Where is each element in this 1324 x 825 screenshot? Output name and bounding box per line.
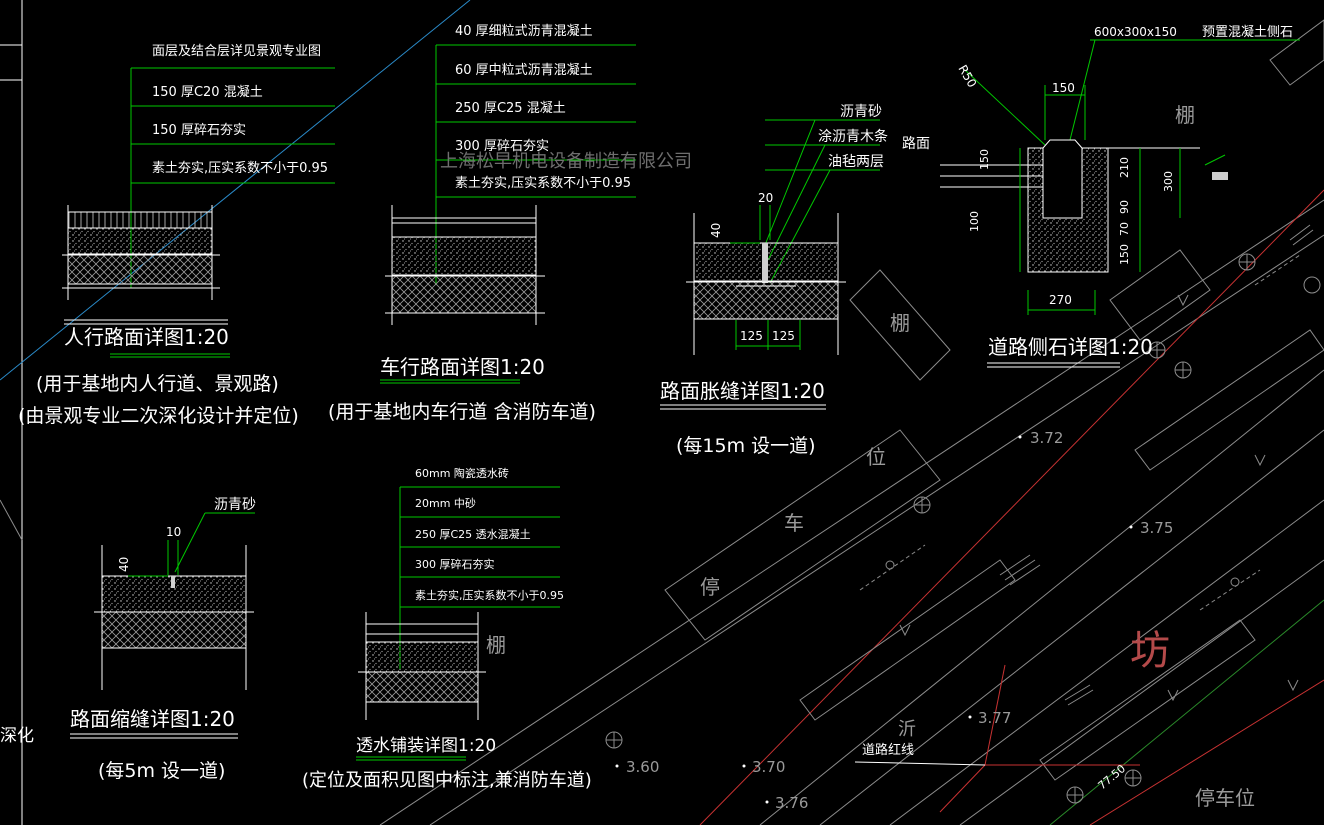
red-line-dimension: 77.50 (1096, 762, 1128, 792)
sidewalk-layer-2: 150 厚碎石夯实 (152, 123, 246, 138)
road-red-line-label: 道路红线 (862, 742, 914, 758)
elevation-1: 3.75 (1140, 519, 1173, 537)
shrink-dim-left: 40 (117, 557, 131, 572)
elevation-2: 3.77 (978, 709, 1011, 727)
roadway-title: 车行路面详图1:20 (380, 355, 545, 379)
elevation-4: 3.70 (752, 758, 785, 776)
curb-dim-top: 150 (1052, 81, 1075, 95)
expansion-dim-left: 40 (709, 223, 723, 238)
permeable-layer-4: 素土夯实,压实系数不小于0.95 (415, 588, 564, 602)
curb-spec: 600x300x150 (1094, 25, 1177, 39)
plan-char-yi: 沂 (898, 719, 916, 740)
curb-dim-right-2: 70 (1118, 222, 1131, 236)
shrink-label: 沥青砂 (214, 497, 256, 513)
curb-road-label: 路面 (902, 136, 930, 152)
curb-radius-label: R50 (955, 63, 979, 90)
expansion-joint-detail (660, 119, 880, 410)
sidewalk-layer-0: 面层及结合层详见景观专业图 (152, 44, 321, 59)
expansion-title: 路面胀缝详图1:20 (660, 379, 825, 403)
permeable-title: 透水铺装详图1:20 (356, 736, 496, 756)
roadway-layer-1: 60 厚中粒式沥青混凝土 (455, 62, 593, 78)
roadway-detail (380, 44, 636, 384)
shrink-title: 路面缩缝详图1:20 (70, 707, 235, 731)
permeable-note: (定位及面积见图中标注,兼消防车道) (302, 770, 592, 791)
roadway-note: (用于基地内车行道 含消防车道) (328, 401, 596, 423)
parking-char-wei: 位 (866, 445, 886, 469)
sidewalk-layer-1: 150 厚C20 混凝土 (152, 84, 263, 100)
elevation-5: 3.76 (775, 794, 808, 812)
sidewalk-note-2: (由景观专业二次深化设计并定位) (18, 405, 299, 427)
expansion-dim-bottom-2: 125 (772, 329, 795, 343)
sidewalk-note-1: (用于基地内人行道、景观路) (36, 373, 279, 395)
permeable-layer-2: 250 厚C25 透水混凝土 (415, 527, 531, 541)
permeable-paving-detail (356, 486, 560, 761)
expansion-dim-bottom-1: 125 (740, 329, 763, 343)
roadway-layer-2: 250 厚C25 混凝土 (455, 100, 566, 116)
sidewalk-layer-3: 素土夯实,压实系数不小于0.95 (152, 161, 328, 176)
elevation-3: 3.60 (626, 758, 659, 776)
parking-char-che: 车 (784, 511, 804, 535)
shed-label-0: 棚 (1175, 103, 1195, 127)
curb-dim-right-3: 150 (1118, 244, 1131, 265)
permeable-layer-3: 300 厚碎石夯实 (415, 557, 495, 571)
watermark-text: 上海松早机电设备制造有限公司 (440, 151, 692, 172)
expansion-label-0: 沥青砂 (840, 104, 882, 120)
fang-label: 坊 (1130, 628, 1170, 674)
expansion-label-2: 油毡两层 (828, 154, 884, 170)
curb-dim-left-1: 150 (978, 149, 991, 170)
left-fragment-text: 深化 (0, 726, 34, 746)
parking-char-ting: 停 (700, 575, 720, 599)
sidewalk-title: 人行路面详图1:20 (64, 325, 229, 349)
curb-dim-left-2: 100 (968, 211, 981, 232)
shed-label-2: 棚 (486, 633, 506, 657)
expansion-note: (每15m 设一道) (676, 435, 816, 457)
shrink-dim-top: 10 (166, 525, 181, 539)
permeable-layer-0: 60mm 陶瓷透水砖 (415, 466, 509, 480)
expansion-label-1: 涂沥青木条 (818, 128, 888, 145)
shrink-note: (每5m 设一道) (98, 760, 225, 782)
roadway-layer-4: 素土夯实,压实系数不小于0.95 (455, 176, 631, 191)
curb-title: 道路侧石详图1:20 (988, 335, 1153, 359)
permeable-layer-1: 20mm 中砂 (415, 497, 476, 510)
shed-label-1: 棚 (890, 311, 910, 335)
curb-dim-bottom: 270 (1049, 293, 1072, 307)
curb-detail (940, 39, 1300, 368)
curb-dim-right-1: 90 (1118, 200, 1131, 214)
roadway-layer-0: 40 厚细粒式沥青混凝土 (455, 23, 593, 39)
expansion-dim-top: 20 (758, 191, 773, 205)
curb-dim-right-0: 210 (1118, 157, 1131, 178)
parking-space-label: 停车位 (1195, 786, 1255, 810)
curb-spec-label: 预置混凝土侧石 (1202, 24, 1293, 40)
sidewalk-detail (62, 67, 335, 358)
elevation-0: 3.72 (1030, 429, 1063, 447)
curb-dim-right-total: 300 (1162, 171, 1175, 192)
shrinkage-joint-detail (70, 512, 255, 739)
roadway-layer-3: 300 厚碎石夯实 (455, 139, 549, 154)
